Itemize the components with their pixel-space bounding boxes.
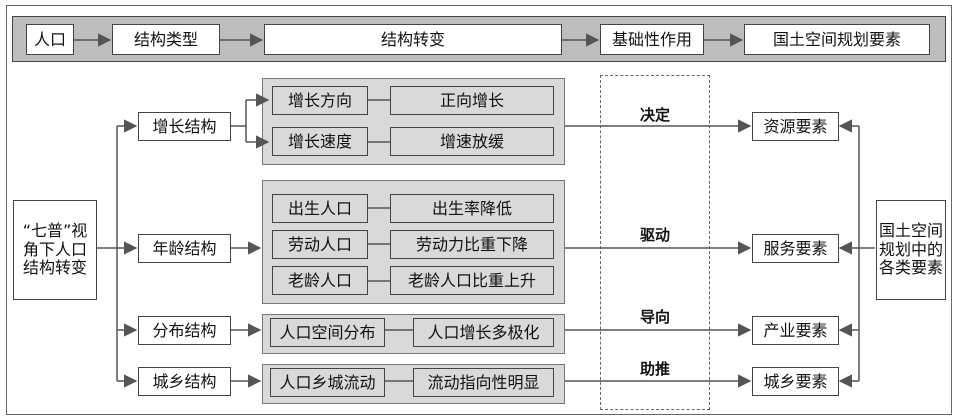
spatial-distribution-label: 人口空间分布 bbox=[270, 318, 385, 347]
structure-growth: 增长结构 bbox=[138, 112, 231, 141]
growth-direction-value: 正向增长 bbox=[390, 86, 554, 115]
spatial-distribution-value: 人口增长多极化 bbox=[413, 318, 554, 347]
right-planning-elements-box: 国土空间规划中的各类要素 bbox=[876, 200, 946, 300]
top-flow-structure-change: 结构转变 bbox=[264, 24, 562, 55]
elderly-population-label: 老龄人口 bbox=[272, 266, 368, 295]
role-boost: 助推 bbox=[639, 360, 670, 378]
structure-distribution: 分布结构 bbox=[138, 316, 231, 345]
top-flow-structure-type: 结构类型 bbox=[112, 24, 220, 55]
element-services: 服务要素 bbox=[752, 234, 839, 263]
top-flow-fundamental-role: 基础性作用 bbox=[600, 24, 704, 55]
element-urban-rural: 城乡要素 bbox=[752, 367, 839, 396]
birth-population-value: 出生率降低 bbox=[390, 194, 554, 223]
elderly-population-value: 老龄人口比重上升 bbox=[390, 266, 554, 295]
outer-frame bbox=[6, 5, 952, 415]
birth-population-label: 出生人口 bbox=[272, 194, 368, 223]
role-determine: 决定 bbox=[639, 106, 670, 124]
structure-urban-rural: 城乡结构 bbox=[138, 367, 231, 396]
element-industry: 产业要素 bbox=[752, 316, 839, 345]
left-seventh-census-box: “七普”视角下人口结构转变 bbox=[13, 200, 97, 300]
role-drive: 驱动 bbox=[639, 226, 670, 244]
top-flow-planning-elements: 国土空间规划要素 bbox=[744, 24, 930, 55]
element-resources: 资源要素 bbox=[752, 112, 839, 141]
labor-population-label: 劳动人口 bbox=[272, 230, 368, 259]
top-flow-population: 人口 bbox=[26, 24, 74, 55]
role-dashed-frame bbox=[600, 75, 710, 410]
role-guide: 导向 bbox=[639, 308, 670, 326]
growth-speed-value: 增速放缓 bbox=[390, 127, 554, 156]
growth-speed-label: 增长速度 bbox=[272, 127, 368, 156]
labor-population-value: 劳动力比重下降 bbox=[390, 230, 554, 259]
growth-direction-label: 增长方向 bbox=[272, 86, 368, 115]
rural-urban-flow-value: 流动指向性明显 bbox=[413, 368, 554, 397]
rural-urban-flow-label: 人口乡城流动 bbox=[270, 368, 385, 397]
structure-age: 年龄结构 bbox=[138, 234, 231, 263]
